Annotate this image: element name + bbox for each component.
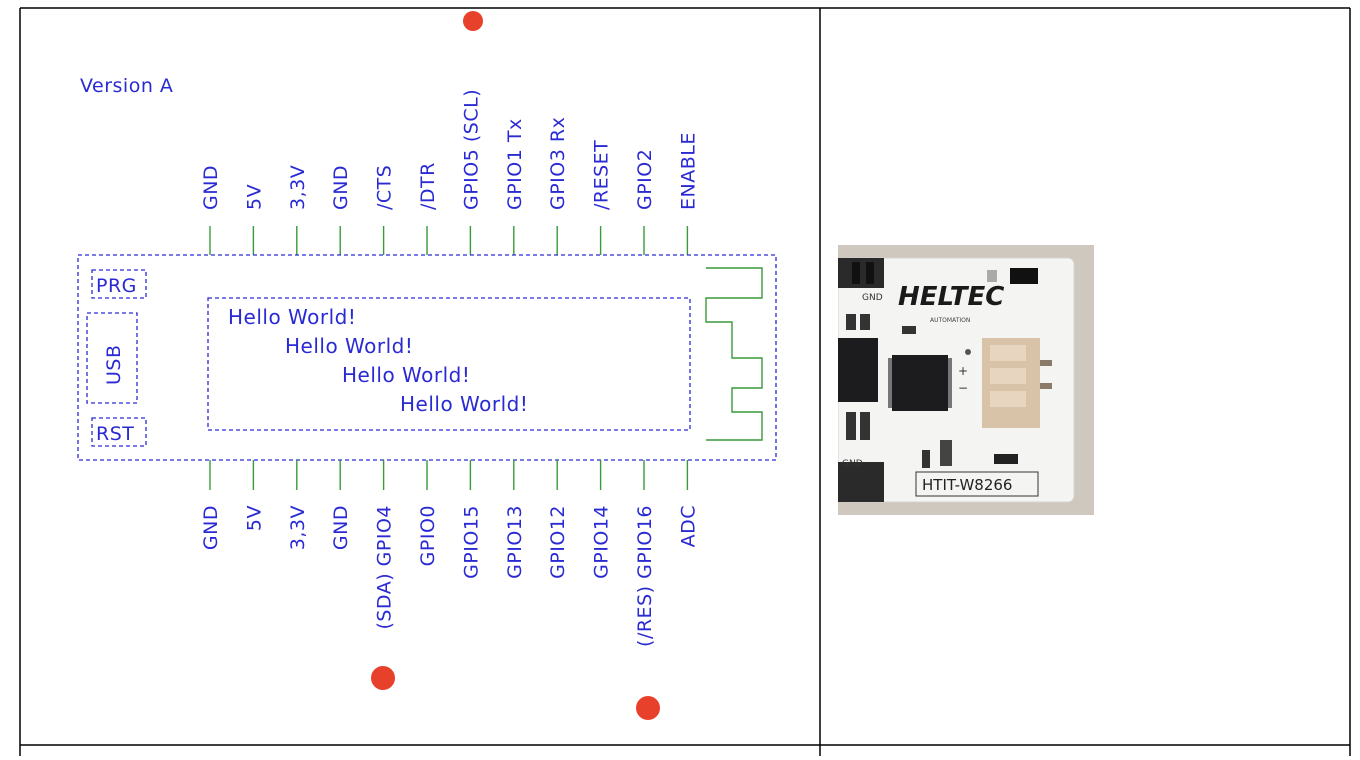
table-frame xyxy=(20,8,1350,756)
bottom-pin-label: (SDA) GPIO4 xyxy=(374,505,396,630)
version-label: Version A xyxy=(80,75,173,97)
top-pin-label: GND xyxy=(200,165,222,210)
top-pin-label: GND xyxy=(330,165,352,210)
top-pin-label: GPIO3 Rx xyxy=(547,117,569,210)
bottom-pin-label: GND xyxy=(200,505,222,550)
board-gnd-bottom: GND xyxy=(842,459,863,469)
bottom-pin-lines xyxy=(210,460,687,490)
module-outline xyxy=(78,255,776,460)
sda-marker xyxy=(371,666,395,690)
top-pin-label: /RESET xyxy=(591,140,613,210)
top-pin-label: GPIO1 Tx xyxy=(504,118,526,210)
bottom-pin-label: GPIO15 xyxy=(460,505,482,579)
bottom-pin-label: GPIO0 xyxy=(417,505,439,566)
display-line-1: Hello World! xyxy=(228,305,356,329)
svg-text:−: − xyxy=(958,381,968,395)
board-brand: HELTEC xyxy=(898,282,1004,312)
display-line-3: Hello World! xyxy=(342,363,470,387)
top-pin-label: 5V xyxy=(243,184,265,210)
bottom-pin-label: (/RES) GPIO16 xyxy=(634,505,656,647)
top-pin-label: GPIO2 xyxy=(634,149,656,210)
prg-label: PRG xyxy=(96,275,137,297)
top-pin-label: /CTS xyxy=(374,165,396,210)
rst-label: RST xyxy=(96,423,134,445)
bottom-pin-label: ADC xyxy=(677,505,699,547)
res-marker xyxy=(636,696,660,720)
top-pin-label: 3,3V xyxy=(287,165,309,210)
bottom-pin-label: GPIO14 xyxy=(591,505,613,579)
antenna-trace xyxy=(706,268,762,440)
top-pin-labels: GND 5V 3,3V GND/CTS/DTR GPIO5 (SCL) GPIO1 Tx G… xyxy=(200,89,699,210)
svg-text:+: + xyxy=(958,364,968,378)
board-photo: GND HELTEC AUTOMATION + − xyxy=(838,245,1094,515)
top-pin-label: ENABLE xyxy=(677,132,699,210)
bottom-pin-label: 3,3V xyxy=(287,505,309,550)
usb-label: USB xyxy=(103,344,125,385)
display-line-2: Hello World! xyxy=(285,334,413,358)
display-line-4: Hello World! xyxy=(400,392,528,416)
bottom-pin-label: GPIO12 xyxy=(547,505,569,579)
bottom-pin-label: 5V xyxy=(243,505,265,531)
pinout-schematic: Version A GND 5V 3,3V GND/CTS/DTR GPIO5 (SCL… xyxy=(78,11,776,720)
top-pin-label: /DTR xyxy=(417,162,439,210)
top-pin-label: GPIO5 (SCL) xyxy=(460,89,482,210)
scl-marker xyxy=(463,11,483,31)
board-gnd-top: GND xyxy=(862,293,883,303)
board-brand-sub: AUTOMATION xyxy=(930,317,970,324)
board-model-label: HTIT-W8266 xyxy=(922,476,1012,494)
bottom-pin-labels: GND 5V 3,3V GND (SDA) GPIO4 GPIO0 GPIO15 GPIO13… xyxy=(200,505,699,647)
top-pin-lines xyxy=(210,226,687,255)
bottom-pin-label: GPIO13 xyxy=(504,505,526,579)
bottom-pin-label: GND xyxy=(330,505,352,550)
